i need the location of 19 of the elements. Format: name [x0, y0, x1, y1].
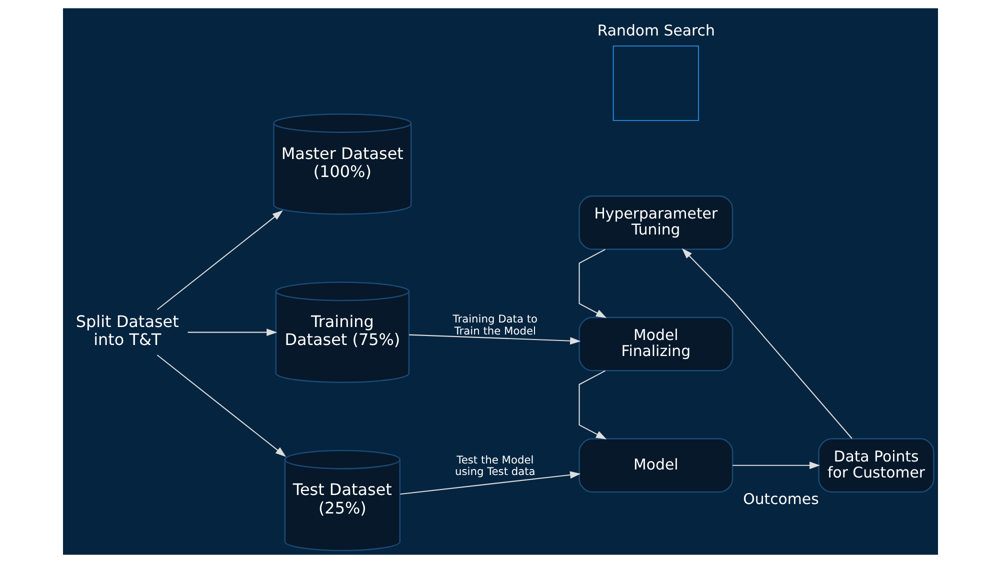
arrow: [156, 354, 286, 457]
arrow: [681, 248, 852, 439]
arrow: [187, 328, 277, 336]
arrow: [732, 462, 820, 470]
edge-label: Training Data to Train the Model: [452, 312, 538, 338]
arrow: [578, 248, 606, 318]
arrow: [400, 471, 580, 495]
arrow: [156, 210, 283, 310]
arrow: [408, 334, 580, 345]
node-label: Random Search: [596, 22, 714, 40]
node-label: Outcomes: [742, 490, 818, 508]
node-text: Split Dataset into T&T: [75, 312, 178, 350]
node-box: Model: [578, 438, 733, 493]
edge-label: Test the Model using Test data: [454, 453, 535, 478]
node-box: Hyperparameter Tuning: [578, 195, 733, 250]
node-box: [612, 45, 699, 122]
node-box: Data Points for Customer: [818, 438, 934, 493]
node-box: Model Finalizing: [578, 316, 733, 372]
arrow: [578, 370, 606, 440]
